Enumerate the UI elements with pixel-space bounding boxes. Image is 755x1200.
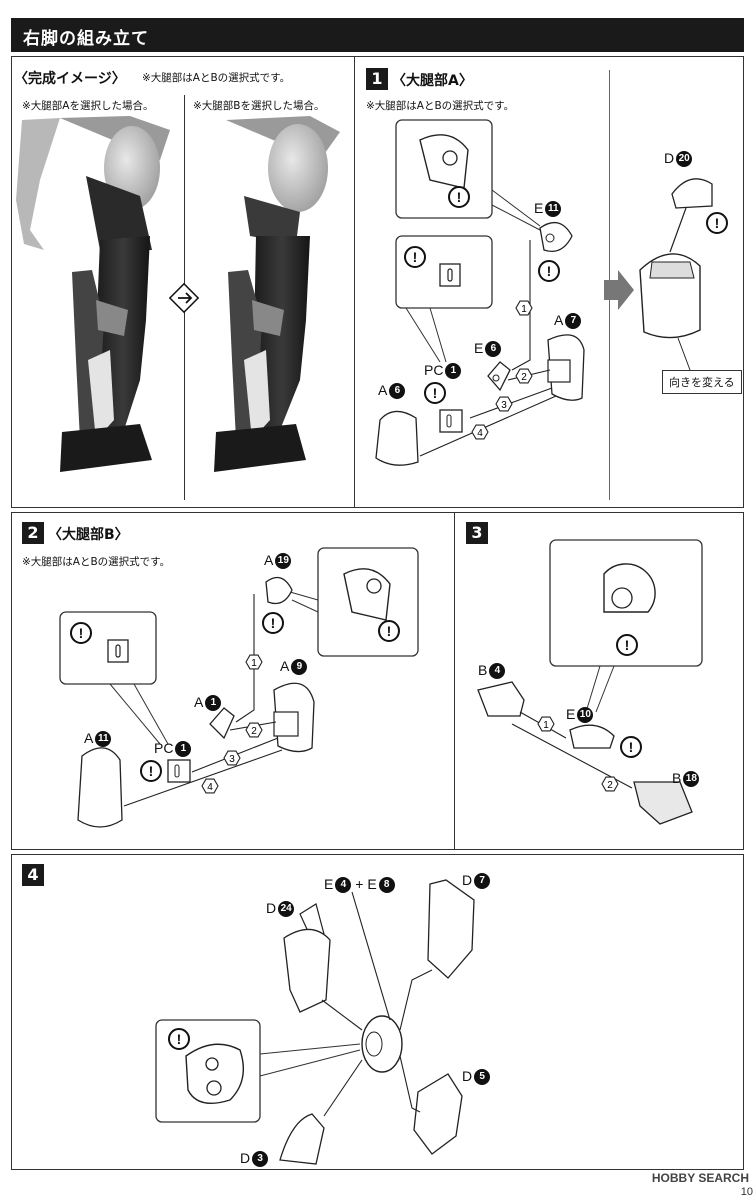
part-d7: [427, 879, 475, 979]
caution-icon-s2-right: !: [378, 620, 400, 642]
page-title: 右脚の組み立て: [23, 29, 149, 49]
caution-icon-s2-left: !: [70, 622, 92, 644]
step4-assembly-arrows: [321, 891, 433, 1117]
caution-icon-s1-e11: !: [538, 260, 560, 282]
step2-callout-right: [289, 547, 419, 657]
step1-callout-top: [395, 119, 541, 231]
caution-icon-s2-a19: !: [262, 612, 284, 634]
part-e6: [487, 361, 511, 392]
step3-number: 3: [466, 522, 488, 544]
caution-icon-s3-e10: !: [620, 736, 642, 758]
caution-icon-s1-left: !: [404, 246, 426, 268]
leg-render-a: [16, 116, 170, 472]
step1-note: ※大腿部はAとBの選択式です。: [366, 100, 515, 112]
watermark: HOBBY SEARCH: [651, 1171, 749, 1185]
part-d24: [283, 903, 331, 1013]
caution-icon-s3-top: !: [616, 634, 638, 656]
part-a1: [209, 707, 235, 740]
d20-arrow: [669, 207, 687, 253]
step1-next-arrow: [604, 270, 634, 310]
direction-leader: [677, 337, 691, 371]
step4-number: 4: [22, 864, 44, 886]
step2-note: ※大腿部はAとBの選択式です。: [22, 556, 171, 568]
caution-icon-s1-pc: !: [424, 382, 446, 404]
top-divider: [354, 56, 355, 508]
step3-assembly-arrows: [511, 711, 633, 789]
part-pc1-b: [167, 759, 191, 783]
part-a9: [273, 682, 315, 753]
middle-divider: [454, 512, 455, 850]
part-e10: [569, 724, 615, 749]
caption-thigh-a: ※大腿部Aを選択した場合。: [22, 100, 154, 112]
part-d20: [671, 178, 713, 209]
caution-icon-s1-top: !: [448, 186, 470, 208]
part-d5: [413, 1073, 463, 1155]
caption-thigh-b: ※大腿部Bを選択した場合。: [193, 100, 325, 112]
part-a19: [265, 576, 293, 605]
step2-title: 〈大腿部B〉: [48, 527, 129, 543]
caution-icon-s1-d20: !: [706, 212, 728, 234]
page-number: 10: [740, 1186, 753, 1198]
leg-render-b: [214, 116, 340, 472]
complete-image-note: ※大腿部はAとBの選択式です。: [142, 72, 291, 84]
part-e11: [539, 221, 573, 253]
step3-callout: [549, 539, 703, 713]
step2-number: 2: [22, 522, 44, 544]
part-b4: [477, 681, 525, 717]
part-a6: [375, 410, 419, 466]
bottom-panel-frame: [11, 854, 744, 1170]
caution-icon-s2-pc: !: [140, 760, 162, 782]
part-a7: [547, 334, 585, 401]
part-a11: [77, 747, 123, 828]
thigh-a-assembled: [639, 253, 701, 339]
part-b18: [633, 781, 693, 825]
complete-image-title: 〈完成イメージ〉: [14, 71, 126, 87]
direction-change-label: 向きを変える: [662, 370, 742, 394]
caution-icon-s4: !: [168, 1028, 190, 1050]
header-bar: 右脚の組み立て: [11, 18, 744, 52]
part-e4-e8: [361, 1015, 403, 1073]
swap-arrow-icon: [168, 282, 200, 314]
step1-title: 〈大腿部A〉: [392, 73, 473, 89]
step1-number: 1: [366, 68, 388, 90]
part-d3: [279, 1113, 325, 1165]
part-pc1: [439, 409, 463, 433]
